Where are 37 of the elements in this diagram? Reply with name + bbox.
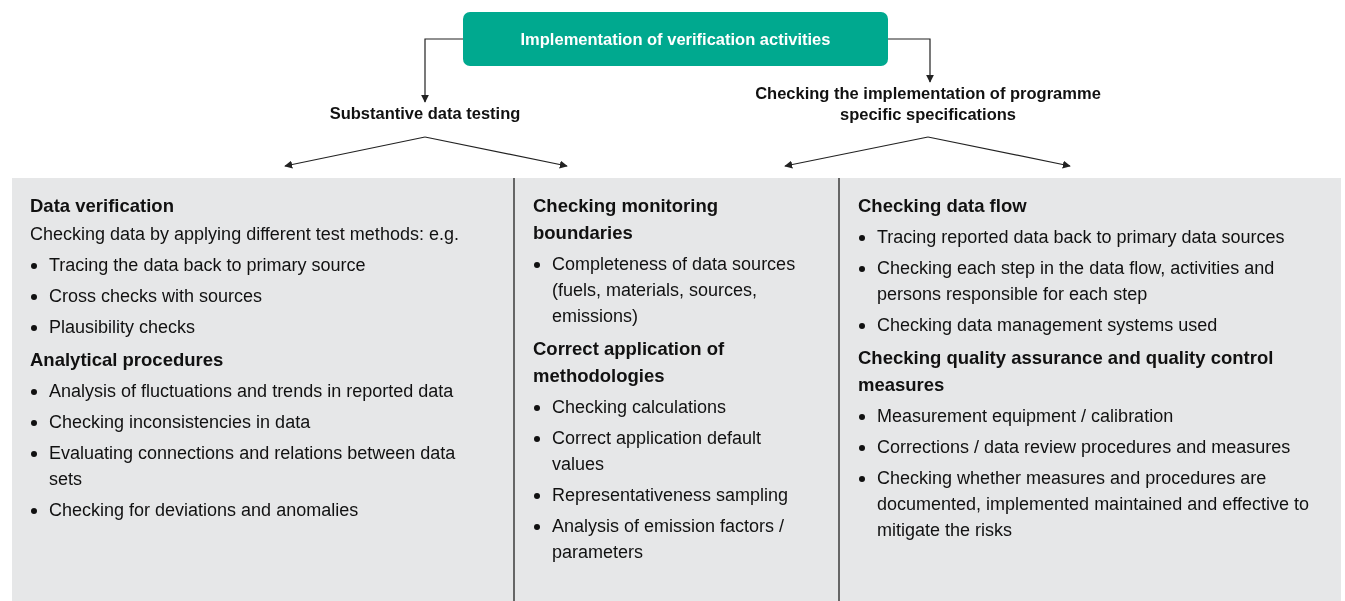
bullet-item: Analysis of emission factors / parameters <box>552 516 785 562</box>
title-box: Implementation of verification activities <box>463 12 888 66</box>
bullet-item: Checking inconsistencies in data <box>49 412 311 432</box>
arrow <box>284 136 426 169</box>
bullet-item: Checking for deviations and anomalies <box>49 500 359 520</box>
bullet-item: Completeness of data sources (fuels, materials, sources, emissions) <box>552 254 796 326</box>
arrow <box>421 38 464 103</box>
activity-panel <box>838 178 1341 601</box>
section-heading: Checking monitoring boundaries <box>533 194 719 245</box>
bullet-item: Checking data management systems used <box>877 315 1218 335</box>
arrow <box>887 38 934 83</box>
section-heading: Correct application of methodologies <box>533 337 726 388</box>
bullet-item: Tracing reported data back to primary data sources <box>877 227 1285 247</box>
section-heading: Analytical procedures <box>30 348 225 372</box>
bullet-item: Checking whether measures and procedures are documented, implemented maintained and effective to mitigate the risks <box>877 468 1309 540</box>
arrow <box>927 136 1071 169</box>
bullet-item: Tracing the data back to primary source <box>49 255 366 275</box>
branch-heading: Substantive data testing <box>328 103 522 124</box>
bullet-item: Representativeness sampling <box>552 485 789 505</box>
activity-panel <box>513 178 838 601</box>
bullet-item: Plausibility checks <box>49 317 196 337</box>
bullet-item: Cross checks with sources <box>49 286 263 306</box>
bullet-item: Correct application default values <box>552 428 762 474</box>
bullet-item: Checking calculations <box>552 397 727 417</box>
bullet-item: Analysis of fluctuations and trends in reported data <box>49 381 454 401</box>
arrow <box>784 136 929 169</box>
branch-heading: Checking the implementation of programme specific specifications <box>754 83 1102 125</box>
bullet-item: Measurement equipment / calibration <box>877 406 1174 426</box>
arrow <box>424 136 568 169</box>
section-heading: Checking quality assurance and quality control measures <box>858 346 1275 397</box>
activity-panel <box>12 178 513 601</box>
section-heading: Data verification <box>30 194 175 218</box>
bullet-item: Evaluating connections and relations between data sets <box>49 443 456 489</box>
bullet-item: Corrections / data review procedures and measures <box>877 437 1291 457</box>
section-heading: Checking data flow <box>858 194 1028 218</box>
bullet-item: Checking each step in the data flow, activities and persons responsible for each step <box>877 258 1275 304</box>
intro-text: Checking data by applying different test methods: e.g. <box>30 223 460 246</box>
